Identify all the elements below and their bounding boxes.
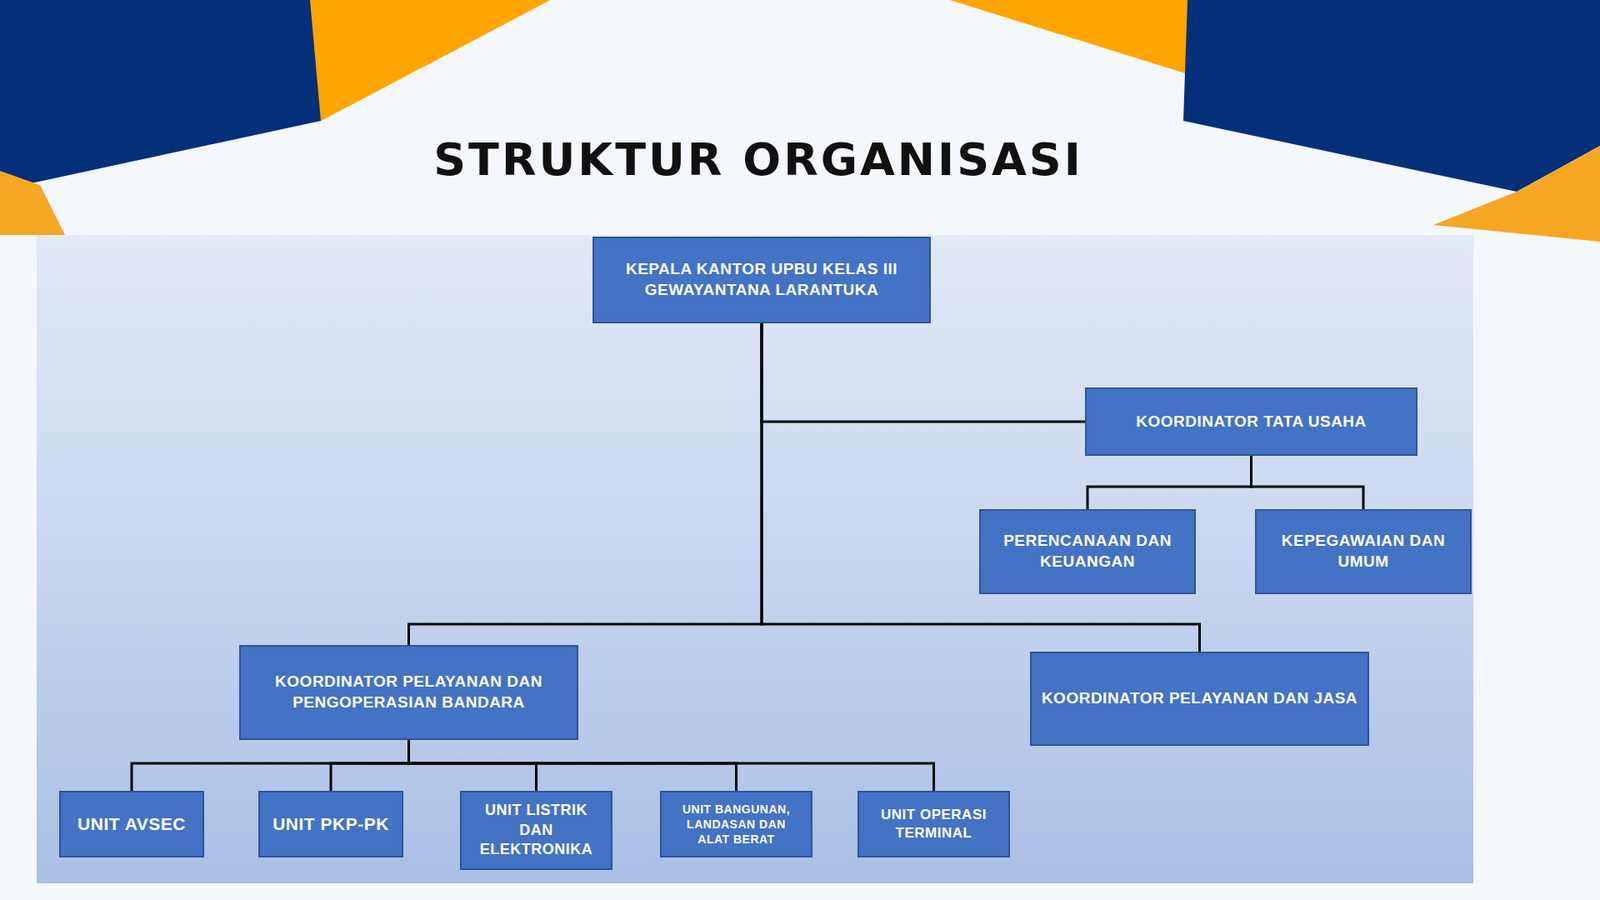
- org-connector: [761, 323, 1085, 422]
- box-label: KEPEGAWAIAN DAN UMUM: [1256, 525, 1470, 577]
- box-label: UNIT AVSEC: [69, 807, 195, 840]
- org-connector: [131, 740, 410, 791]
- unit-box: UNIT AVSEC: [59, 790, 205, 858]
- box-label: PERENCANAAN DAN KEUANGAN: [980, 525, 1195, 577]
- box-label: UNIT OPERASI TERMINAL: [859, 800, 1009, 848]
- unit-box: UNIT PKP-PK: [258, 790, 404, 858]
- corner-triangle: [0, 0, 321, 190]
- box-label: KOORDINATOR PELAYANAN DAN PENGOPERASIAN …: [240, 666, 577, 718]
- org-connector: [409, 323, 763, 645]
- chart-panel: [36, 235, 1474, 884]
- corner-stripe: [308, 0, 550, 121]
- org-connector: [409, 740, 537, 791]
- box-label: KOORDINATOR TATA USAHA: [1127, 406, 1375, 438]
- chart-title: STRUKTUR ORGANISASI: [300, 133, 1217, 186]
- corner-stripe: [1433, 145, 1600, 242]
- box-label: UNIT LISTRIK DAN ELEKTRONIKA: [461, 795, 611, 865]
- box-label: KOORDINATOR PELAYANAN DAN JASA: [1033, 683, 1366, 715]
- corner-stripe: [0, 170, 65, 235]
- box-label: UNIT BANGUNAN, LANDASAN DAN ALAT BERAT: [661, 796, 811, 853]
- org-connector: [1251, 455, 1365, 510]
- org-connector: [409, 740, 737, 791]
- unit-box: UNIT LISTRIK DAN ELEKTRONIKA: [460, 790, 613, 870]
- unit-box: UNIT BANGUNAN, LANDASAN DAN ALAT BERAT: [660, 790, 813, 858]
- org-connector: [330, 740, 410, 791]
- box-label: KEPALA KANTOR UPBU KELAS III GEWAYANTANA…: [594, 254, 930, 305]
- org-connector: [1087, 455, 1252, 510]
- org-box: PERENCANAAN DAN KEUANGAN: [979, 509, 1196, 595]
- org-box: KEPEGAWAIAN DAN UMUM: [1255, 509, 1472, 595]
- box-label: UNIT PKP-PK: [264, 807, 398, 840]
- org-box: KOORDINATOR TATA USAHA: [1085, 387, 1418, 456]
- org-connector: [409, 740, 935, 791]
- org-box: KOORDINATOR PELAYANAN DAN PENGOPERASIAN …: [239, 645, 579, 740]
- org-box: KEPALA KANTOR UPBU KELAS III GEWAYANTANA…: [592, 236, 931, 324]
- unit-box: UNIT OPERASI TERMINAL: [857, 790, 1010, 858]
- corner-triangle: [1183, 0, 1600, 192]
- org-box: KOORDINATOR PELAYANAN DAN JASA: [1030, 651, 1370, 746]
